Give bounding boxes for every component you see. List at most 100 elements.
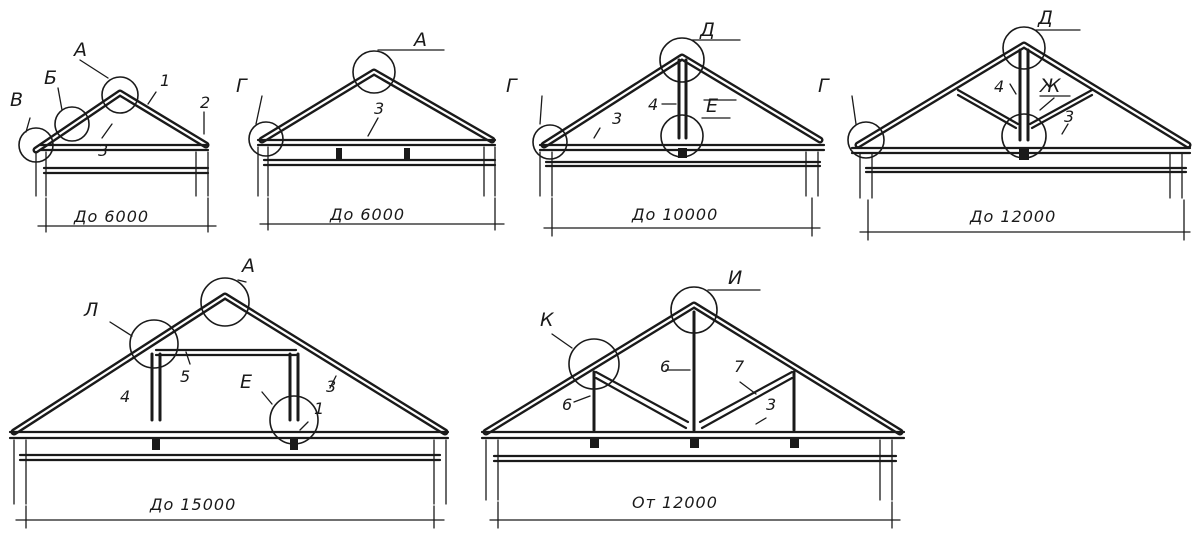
hanger-block [690,438,699,448]
vertical-rod [592,370,796,432]
tie-beam [8,430,450,440]
detail-circle-i [670,286,718,334]
label-g: Г [236,75,248,97]
label-3: 3 [326,377,336,396]
detail-circle-b [54,106,90,142]
wall [539,151,819,197]
collar-beam [154,348,298,357]
rafter-inner [12,294,447,434]
tie-beam [480,430,906,440]
detail-circle-e [660,114,704,158]
label-4: 4 [120,387,130,406]
dimension-line [259,197,505,231]
detail-circle-d [1002,26,1046,70]
detail-circle-a [101,76,139,114]
label-a: А [412,29,427,51]
dimension-label: До 10000 [631,205,718,224]
label-3: 3 [374,99,384,118]
ceiling-beam [864,166,1188,174]
rafter [854,41,1192,149]
detail-circle-e [269,395,319,445]
detail-circle-d [659,37,705,83]
hanger-block [678,148,687,158]
wall [859,153,1183,199]
wall [13,439,447,505]
detail-circle-l [129,319,179,369]
hanger-block [790,438,799,448]
label-3: 3 [766,395,776,414]
wall [485,439,893,501]
label-g: Г [818,75,830,97]
dimension-line [543,197,821,237]
label-b: Б [44,67,57,89]
dimension-label: До 15000 [149,495,236,514]
dimension-label: До 6000 [329,205,405,224]
hanger-block [336,148,342,160]
leader-line [539,39,741,139]
rafter-inner [542,55,822,147]
wall [35,151,209,197]
label-4: 4 [994,77,1004,96]
hanger-block [152,438,160,450]
rafter [32,89,210,154]
label-e: Е [240,371,252,393]
dimension-line [37,197,217,233]
label-e: Е [706,95,718,117]
king-post [677,58,688,140]
label-a: А [240,255,255,277]
strut [956,88,1094,130]
label-5: 5 [180,367,190,386]
detail-circle-zh [1001,113,1047,159]
dimension-label: До 6000 [73,207,149,226]
dimension-line [859,199,1191,241]
label-7: 7 [734,357,745,376]
detail-circle-g [847,121,885,159]
leader-line [551,289,767,425]
ceiling-beam [18,453,442,462]
label-3: 3 [98,141,108,160]
label-l: Л [83,299,98,321]
label-zh: Ж [1039,75,1062,97]
truss-diagram-3: Д Г 3 4 Е До 10000 [506,19,826,237]
ceiling-beam [544,160,822,168]
dimension-line [15,505,445,529]
tie-beam [256,138,497,147]
hanger-block [1019,148,1029,160]
vertical-post [150,352,300,422]
label-2: 2 [200,93,210,112]
label-1: 1 [314,399,324,418]
rafter-inner [484,303,902,434]
ceiling-beam [42,166,210,175]
label-d: Д [699,19,715,41]
truss-diagram-6: И К 6 7 6 3 От 12000 [480,267,906,529]
label-3: 3 [612,109,622,128]
ceiling-beam [262,158,497,167]
rafter [540,53,824,149]
hanger-block [590,438,599,448]
detail-circle-g [532,124,568,160]
rafter [10,292,449,436]
wall [257,146,496,197]
dimension-label: От 12000 [632,493,718,512]
label-d: Д [1037,7,1053,29]
leader-line [25,59,205,139]
detail-circle-a [352,50,396,94]
hanger-block [404,148,410,160]
label-1: 1 [160,71,170,90]
rafter-inner [856,43,1190,147]
detail-circle-g [248,121,284,157]
king-post [1018,48,1030,142]
label-a: А [72,39,87,61]
ceiling-beam [492,454,898,463]
label-v: В [10,89,23,111]
label-6: 6 [562,395,572,414]
truss-diagram-2: А Г 3 До 6000 [236,29,505,231]
truss-diagram-1: А Б В 1 2 3 До 6000 [10,39,217,233]
label-3: 3 [1064,107,1074,126]
label-g: Г [506,75,518,97]
label-i: И [728,267,742,289]
detail-circle-k [568,338,620,390]
leader-line [851,29,1081,135]
